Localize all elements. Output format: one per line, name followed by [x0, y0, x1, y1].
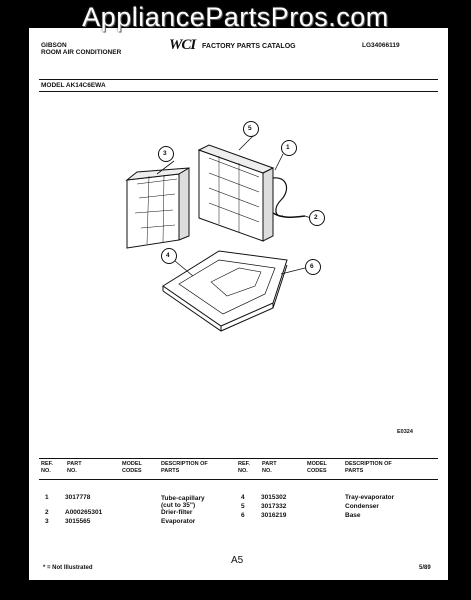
table-row-part: A000265301	[65, 509, 103, 516]
footnote: * = Not Illustrated	[43, 565, 93, 571]
callout-4: 4	[166, 252, 170, 259]
model-label: MODEL AK14C6EWA	[41, 82, 106, 89]
parts-catalog-page: GIBSON ROOM AIR CONDITIONER WCI FACTORY …	[29, 28, 448, 580]
header-rule-top	[39, 79, 438, 80]
header-rule-bottom	[39, 91, 438, 92]
revision-date: 5/89	[419, 565, 431, 571]
header-part: PART NO.	[67, 461, 82, 474]
table-row-ref: 2	[45, 509, 49, 516]
table-row-part: 3017332	[261, 503, 287, 510]
header-desc: DESCRIPTION OF PARTS	[161, 461, 208, 474]
table-row-ref: 1	[45, 494, 49, 501]
header-model: MODEL CODES	[122, 461, 142, 474]
header-model-right: MODEL CODES	[307, 461, 327, 474]
watermark-text: AppliancePartsPros.com	[82, 2, 389, 32]
catalog-number: LG34066119	[362, 42, 400, 49]
base-tray-drawing	[162, 250, 288, 332]
callout-5: 5	[248, 125, 252, 132]
header-ref-right: REF. NO.	[238, 461, 250, 474]
table-row-desc: Tube-capillary (cut to 35")	[161, 495, 205, 509]
drier-filter-drawing	[272, 212, 306, 218]
callout-1: 1	[286, 144, 290, 151]
table-row-desc: Base	[345, 512, 361, 519]
capillary-tube-drawing	[272, 177, 288, 217]
header-part-right: PART NO.	[262, 461, 277, 474]
header-ref: REF. NO.	[41, 461, 53, 474]
page-number: A5	[231, 555, 244, 566]
header-desc-right: DESCRIPTION OF PARTS	[345, 461, 392, 474]
table-row-desc: Drier-filter	[161, 509, 193, 516]
callout-6: 6	[310, 263, 314, 270]
callout-2: 2	[314, 214, 318, 221]
product-label: ROOM AIR CONDITIONER	[41, 49, 122, 56]
table-row-part: 3015565	[65, 518, 91, 525]
exploded-parts-diagram	[125, 121, 325, 332]
condenser-drawing	[197, 144, 275, 242]
catalog-title: FACTORY PARTS CATALOG	[202, 43, 296, 50]
figure-code: E0324	[397, 429, 413, 435]
table-row-part: 3017778	[65, 494, 91, 501]
table-row-desc: Tray-evaporator	[345, 494, 395, 501]
wci-logo: WCI	[169, 37, 196, 53]
table-row-part: 3016219	[261, 512, 287, 519]
table-row-part: 3015302	[261, 494, 287, 501]
table-row-ref: 6	[241, 512, 245, 519]
table-rule-top	[39, 458, 438, 459]
brand-label: GIBSON	[41, 42, 67, 49]
evaporator-drawing	[125, 167, 190, 249]
table-row-ref: 3	[45, 518, 49, 525]
table-row-desc: Condenser	[345, 503, 379, 510]
table-rule-header	[39, 479, 438, 480]
callout-3: 3	[163, 150, 167, 157]
table-row-ref: 5	[241, 503, 245, 510]
table-row-ref: 4	[241, 494, 245, 501]
table-row-desc: Evaporator	[161, 518, 196, 525]
